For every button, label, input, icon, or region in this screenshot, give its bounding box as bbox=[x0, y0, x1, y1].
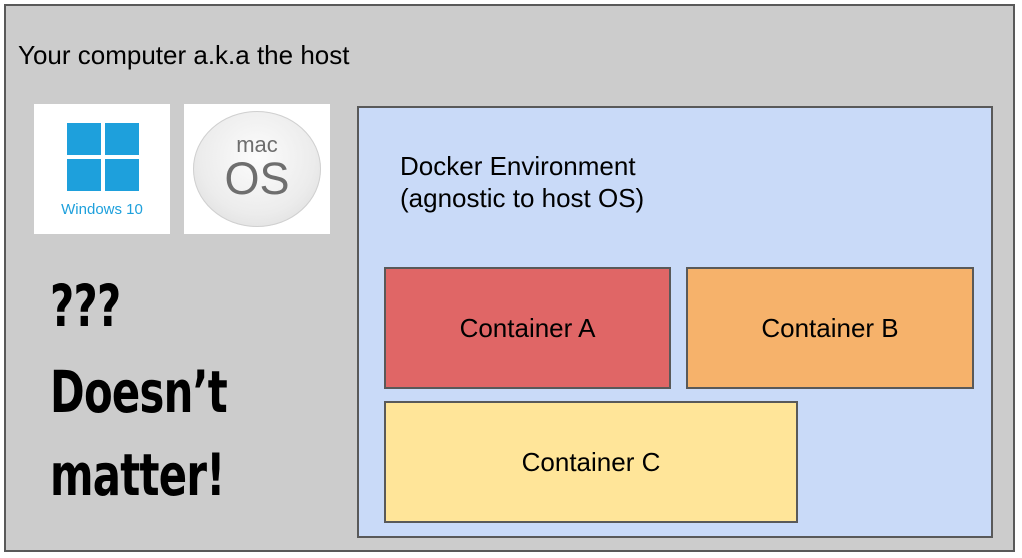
windows-logo-icon bbox=[67, 123, 139, 191]
note-doesnt: Doesn’t bbox=[50, 358, 228, 426]
container-c-box: Container C bbox=[384, 401, 798, 523]
docker-title-line-2: (agnostic to host OS) bbox=[400, 183, 645, 213]
container-a-box: Container A bbox=[384, 267, 671, 389]
docker-title-line-1: Docker Environment bbox=[400, 151, 636, 181]
note-matter: matter! bbox=[50, 441, 225, 509]
note-question-marks: ??? bbox=[50, 272, 121, 340]
macos-top-text: mac bbox=[236, 132, 278, 157]
docker-environment-title: Docker Environment (agnostic to host OS) bbox=[400, 150, 644, 214]
windows-caption: Windows 10 bbox=[61, 201, 143, 218]
container-b-box: Container B bbox=[686, 267, 974, 389]
macos-main-text: OS bbox=[224, 153, 290, 204]
macos-logo-icon bbox=[193, 111, 321, 227]
windows-logo-tile: Windows 10 bbox=[34, 104, 170, 234]
host-title: Your computer a.k.a the host bbox=[18, 40, 350, 70]
macos-logo-tile: mac OS bbox=[184, 104, 330, 234]
